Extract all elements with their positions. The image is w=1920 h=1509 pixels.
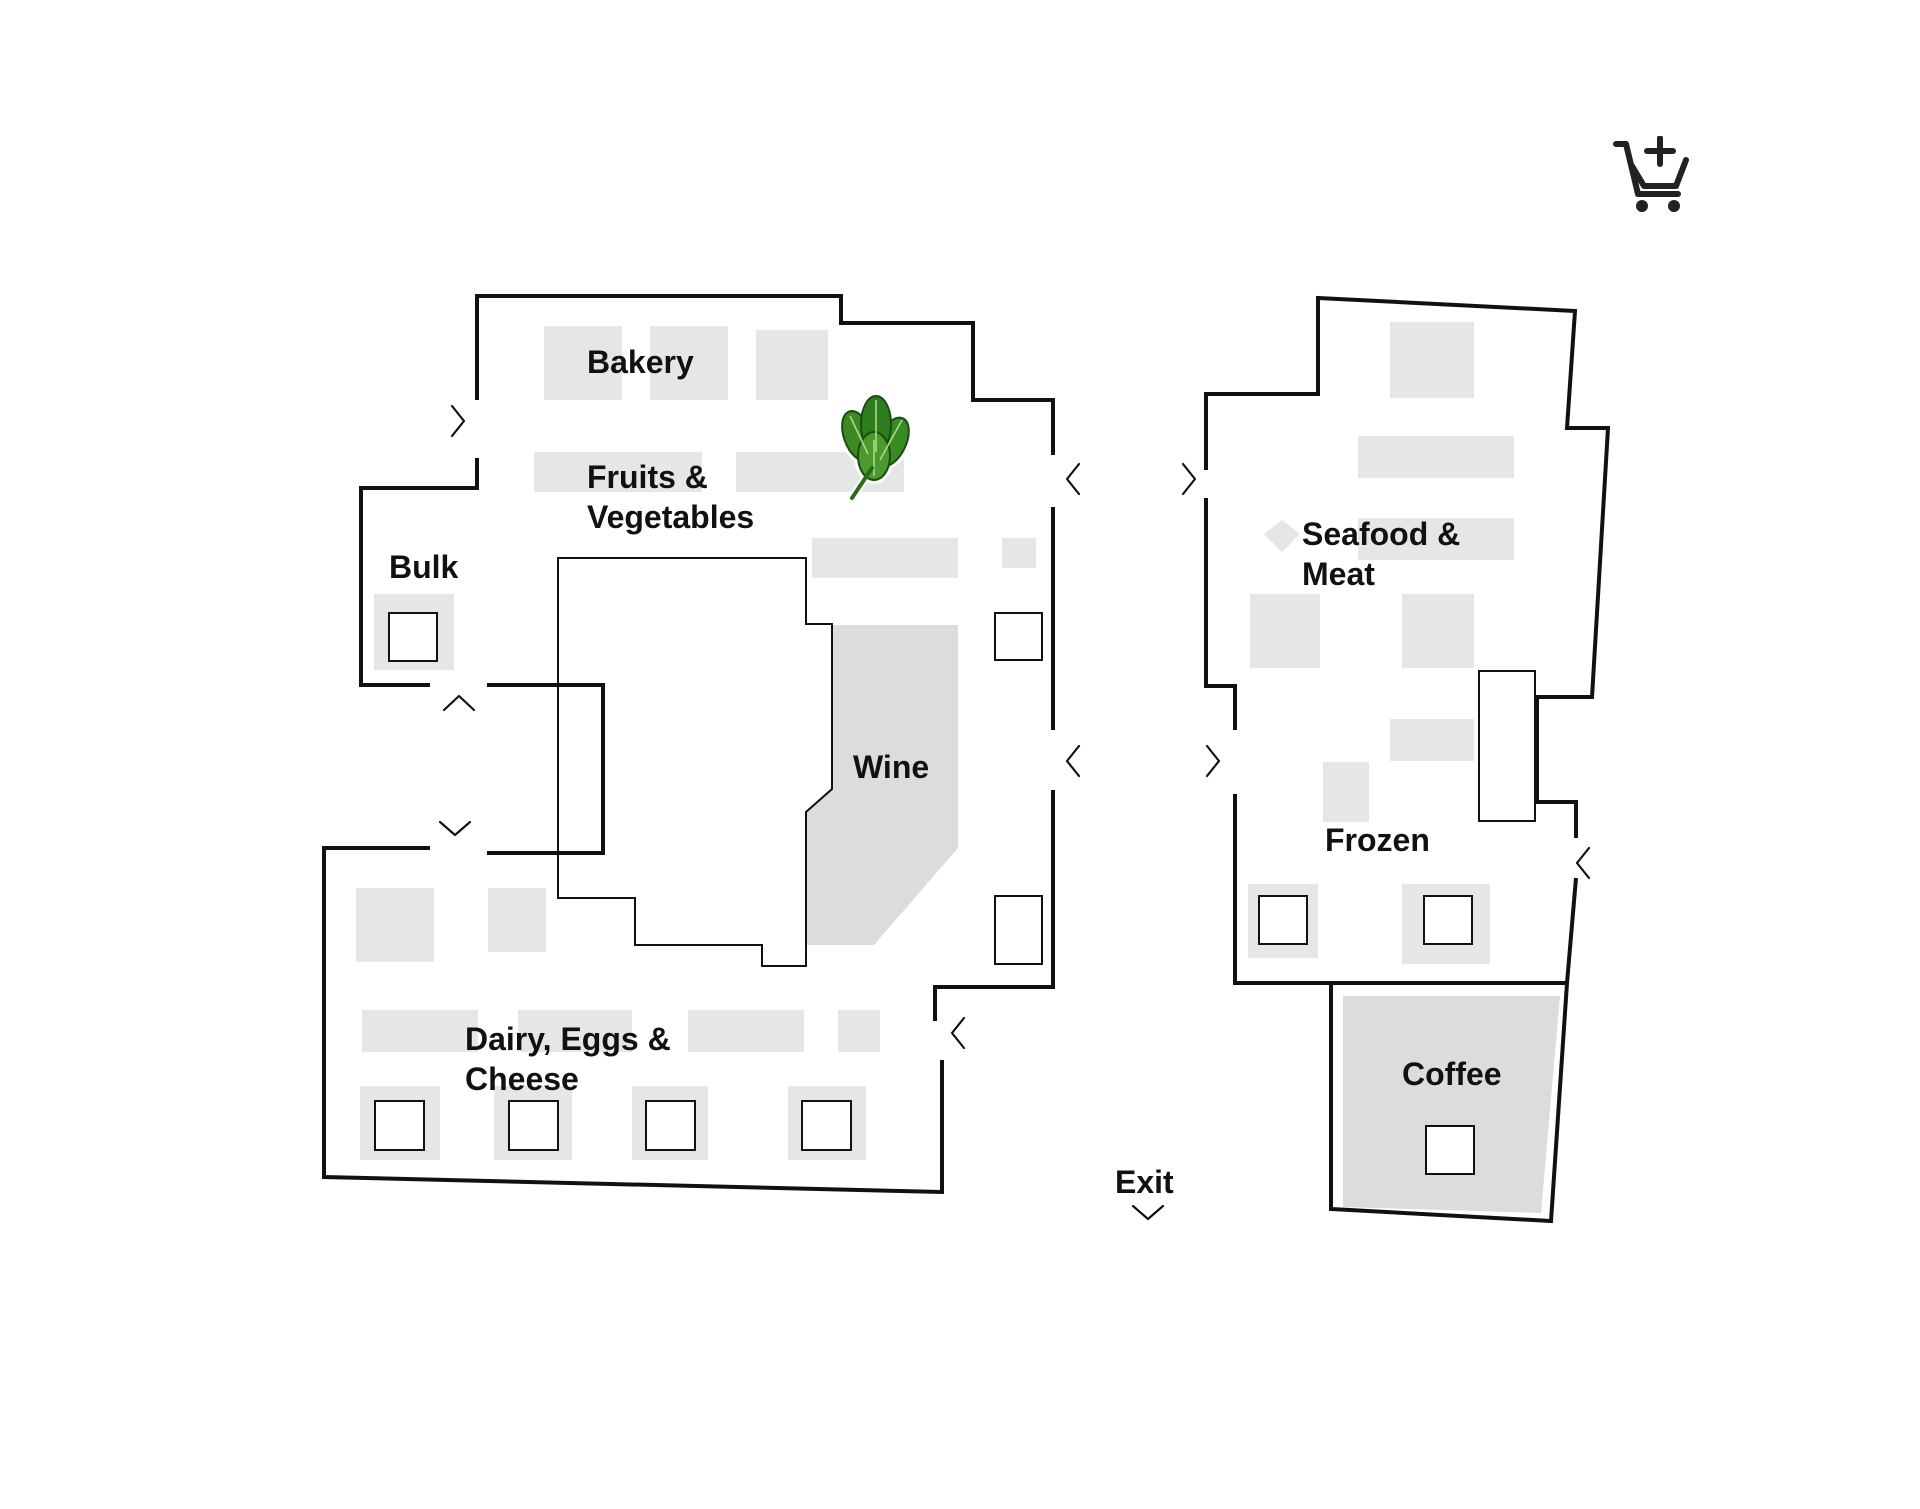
wine-area[interactable] <box>806 625 958 945</box>
label-dairy-line1: Dairy, Eggs & <box>465 1021 671 1057</box>
shelf <box>1250 594 1320 668</box>
label-seafood-line2: Meat <box>1302 556 1375 592</box>
add-to-cart-button[interactable] <box>1612 135 1694 218</box>
wall <box>1204 498 1237 730</box>
doorways <box>438 404 1591 1221</box>
wall <box>933 790 1055 1021</box>
shelf <box>1402 594 1474 668</box>
shelf <box>1264 520 1300 552</box>
wall <box>322 846 944 1195</box>
fixture <box>374 1100 425 1151</box>
cart-plus-icon <box>1613 135 1689 212</box>
fixture <box>994 895 1043 965</box>
shelf <box>1358 436 1514 478</box>
shelf <box>1390 322 1474 398</box>
label-fruits-line2: Vegetables <box>587 499 754 535</box>
fixture <box>1425 1125 1475 1175</box>
shelf <box>1323 762 1369 822</box>
chevron-up-icon[interactable] <box>442 694 476 712</box>
department-labels: Bakery Fruits & Vegetables Bulk Wine Dai… <box>389 344 1502 1200</box>
center-block <box>557 557 833 967</box>
fixture <box>1258 895 1308 945</box>
wall <box>359 458 479 687</box>
shelf <box>544 326 622 400</box>
shelf <box>756 330 828 400</box>
left-building <box>322 294 1055 1195</box>
wall <box>1233 794 1331 985</box>
fixture <box>645 1100 696 1151</box>
label-seafood-meat: Seafood & Meat <box>1302 516 1469 592</box>
label-dairy: Dairy, Eggs & Cheese <box>465 1021 680 1097</box>
label-wine: Wine <box>853 749 929 785</box>
shelf <box>356 888 434 962</box>
shelf <box>362 1010 478 1052</box>
label-dairy-line2: Cheese <box>465 1061 579 1097</box>
fixture <box>388 612 438 662</box>
shelf <box>488 888 546 952</box>
fixture <box>508 1100 559 1151</box>
label-bulk: Bulk <box>389 549 459 585</box>
label-fruits-vegetables: Fruits & Vegetables <box>587 459 754 535</box>
wall <box>1204 295 1611 838</box>
right-building <box>1204 295 1611 1224</box>
fixture <box>801 1100 852 1151</box>
label-seafood-line1: Seafood & <box>1302 516 1460 552</box>
shelf <box>838 1010 880 1052</box>
label-fruits-line1: Fruits & <box>587 459 708 495</box>
chevron-right-icon[interactable] <box>1181 462 1197 496</box>
label-bakery: Bakery <box>587 344 694 380</box>
spinach-leaf-icon[interactable] <box>836 392 916 501</box>
shelf <box>1390 719 1474 761</box>
chevron-right-icon[interactable] <box>1205 744 1221 778</box>
wall <box>1329 877 1578 1224</box>
label-coffee: Coffee <box>1402 1056 1502 1092</box>
chevron-left-icon[interactable] <box>950 1016 966 1050</box>
label-exit: Exit <box>1115 1164 1174 1200</box>
chevron-left-icon[interactable] <box>1065 462 1081 496</box>
exit-chevron-icon[interactable] <box>1131 1204 1165 1221</box>
chevron-left-icon[interactable] <box>1065 744 1081 778</box>
chevron-right-icon[interactable] <box>450 404 466 438</box>
chevron-down-icon[interactable] <box>438 820 472 837</box>
chevron-left-icon[interactable] <box>1575 846 1591 880</box>
shelf <box>518 1010 632 1052</box>
fixture <box>994 612 1043 661</box>
fixture <box>1478 670 1536 822</box>
shelf <box>812 538 958 578</box>
coffee-area[interactable] <box>1343 996 1560 1213</box>
shelf <box>1002 538 1036 568</box>
shelf <box>1358 518 1514 560</box>
shelf <box>534 452 702 492</box>
fixture <box>1423 895 1473 945</box>
label-frozen: Frozen <box>1325 822 1430 858</box>
shelf <box>650 326 728 400</box>
wall <box>487 683 605 855</box>
shelf <box>688 1010 804 1052</box>
wall <box>475 294 1055 455</box>
